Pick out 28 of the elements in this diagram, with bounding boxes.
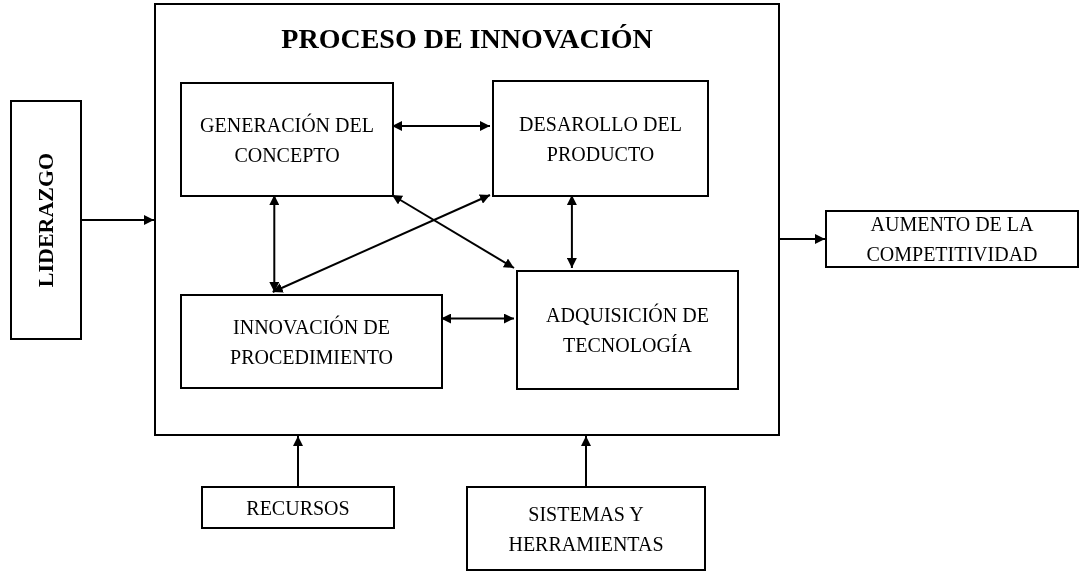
arrow <box>440 313 515 324</box>
box-label: DESAROLLO DEL PRODUCTO <box>518 111 683 167</box>
arrow <box>269 194 280 293</box>
process-box <box>180 294 443 389</box>
box-label: INNOVACIÓN DE PROCEDIMIENTO <box>229 314 394 370</box>
process-box <box>466 486 706 571</box>
arrow <box>81 215 155 225</box>
arrow <box>566 194 577 269</box>
process-box <box>10 100 82 340</box>
arrow <box>391 121 491 131</box>
box-label: RECURSOS <box>245 495 351 521</box>
process-box <box>492 80 709 197</box>
arrow <box>779 234 826 244</box>
process-box <box>201 486 395 529</box>
process-box <box>180 82 394 197</box>
arrow <box>271 194 491 293</box>
arrow <box>293 435 303 487</box>
arrow <box>581 435 591 487</box>
box-label: ADQUISICIÓN DE TECNOLOGÍA <box>545 302 710 358</box>
arrow <box>391 194 515 269</box>
process-box <box>825 210 1079 268</box>
box-label: SISTEMAS Y HERRAMIENTAS <box>507 501 665 557</box>
process-frame <box>154 3 780 436</box>
box-label: GENERACIÓN DEL CONCEPTO <box>199 112 375 168</box>
box-label: AUMENTO DE LA COMPETITIVIDAD <box>865 212 1039 267</box>
process-box <box>516 270 739 390</box>
frame-title: PROCESO DE INNOVACIÓN <box>280 25 654 53</box>
box-label: LIDERAZGO <box>35 152 57 288</box>
